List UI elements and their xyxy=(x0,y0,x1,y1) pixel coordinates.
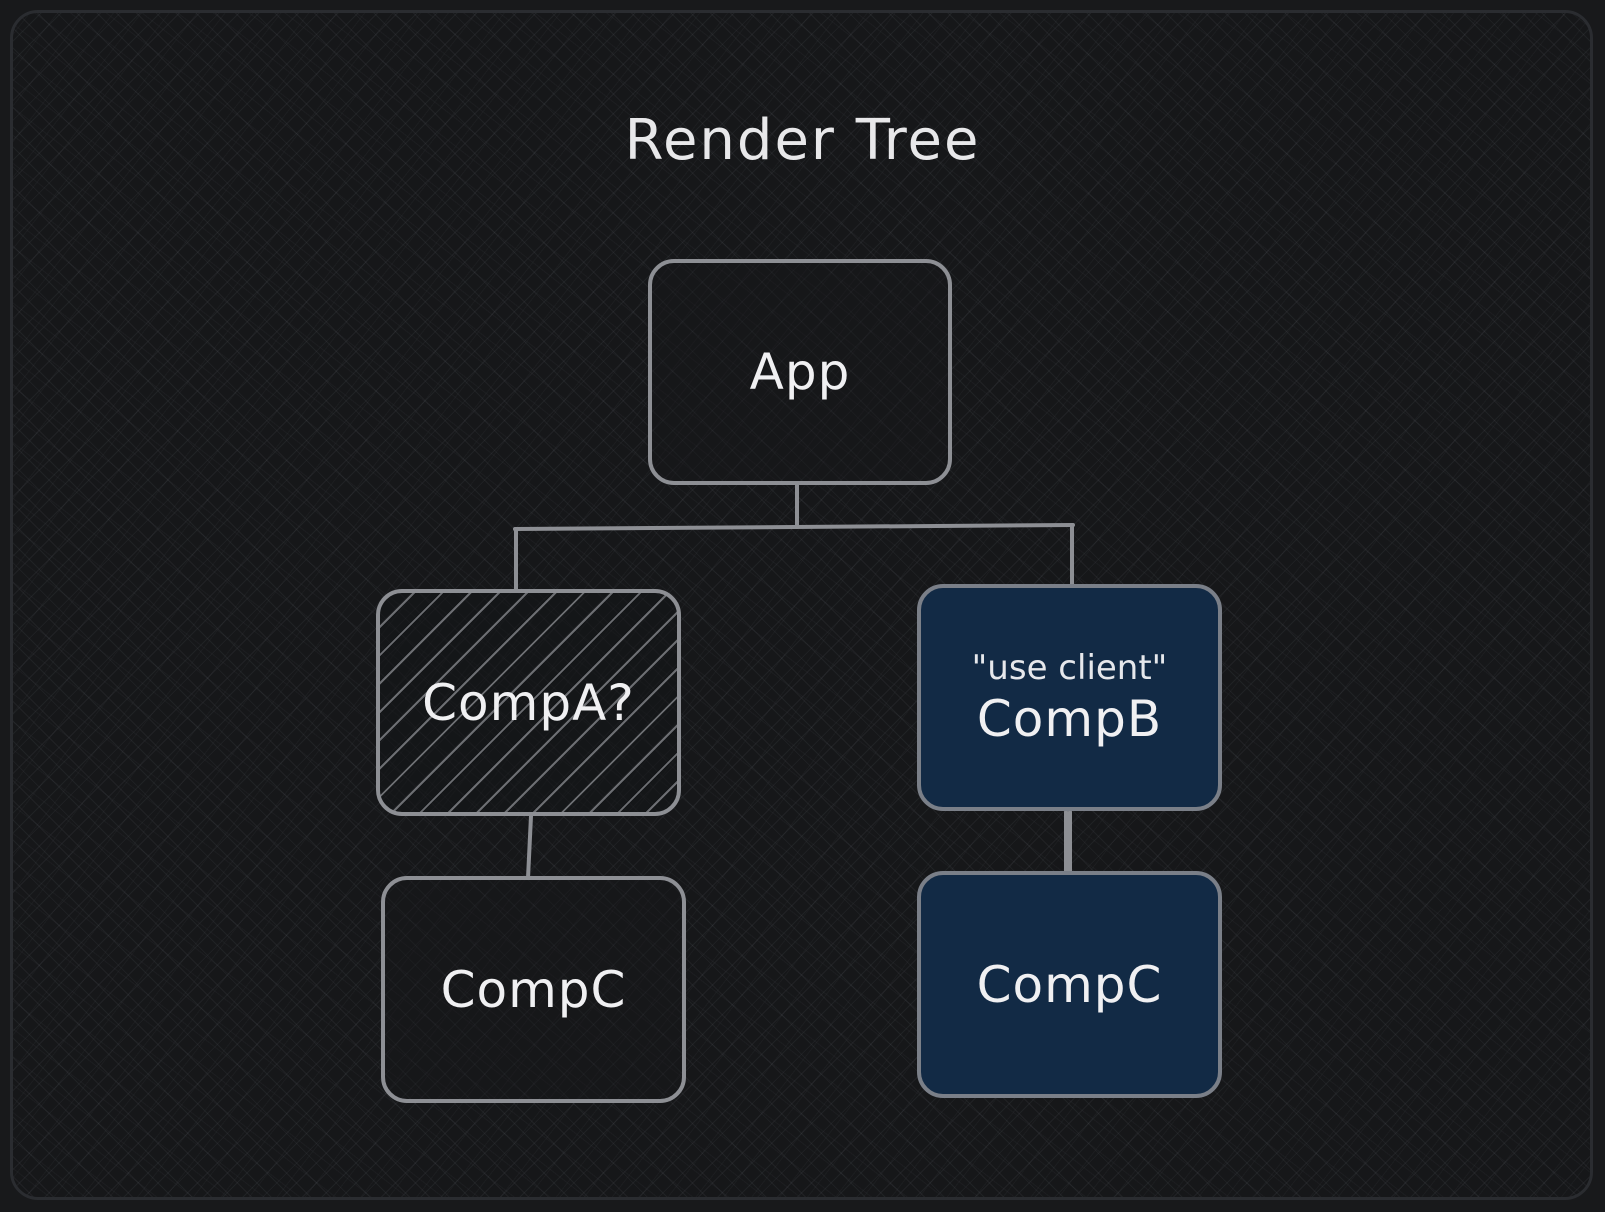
diagram-title: Render Tree xyxy=(624,108,981,173)
node-comp-a: CompA? xyxy=(376,589,681,816)
node-app: App xyxy=(648,259,952,485)
node-comp-a-label: CompA? xyxy=(422,673,635,732)
node-app-label: App xyxy=(749,343,851,401)
edge-compa-to-compc xyxy=(526,814,533,880)
node-comp-b: "use client" CompB xyxy=(917,584,1222,811)
node-comp-b-directive: "use client" xyxy=(971,647,1168,688)
node-comp-c-right: CompC xyxy=(917,871,1222,1098)
node-comp-b-label: CompB xyxy=(976,689,1163,748)
edge-app-branch xyxy=(513,523,1075,531)
canvas-frame xyxy=(10,10,1593,1200)
node-comp-c-left: CompC xyxy=(381,876,686,1103)
node-comp-c-left-label: CompC xyxy=(440,960,627,1019)
node-comp-c-right-label: CompC xyxy=(976,955,1163,1014)
